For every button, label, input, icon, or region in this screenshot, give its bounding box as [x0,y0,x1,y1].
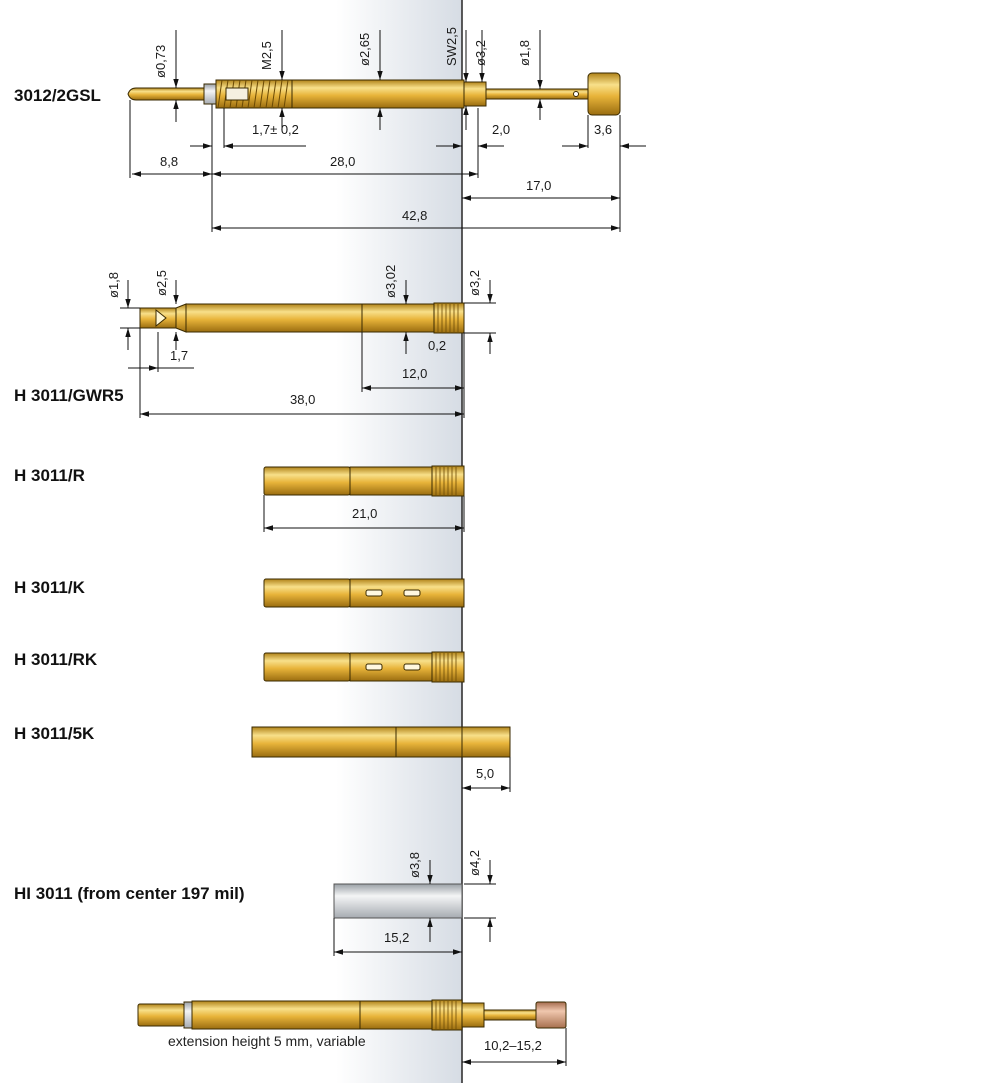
dim-l380: 38,0 [290,392,315,407]
dim-l120: 12,0 [402,366,427,381]
product-label-3012-2gsl: 3012/2GSL [14,86,101,105]
dim-lines-5k [462,757,511,792]
dim-l170: 17,0 [526,178,551,193]
dim-d18a: ø1,8 [517,40,532,66]
product-label-hi3011: HI 3011 (from center 197 mil) [14,884,245,903]
sleeve-h3011-rk [263,651,465,683]
extension-note: extension height 5 mm, variable [168,1033,366,1049]
dim-d302: ø3,02 [383,265,398,298]
dim-d265: ø2,65 [357,33,372,66]
dim-texts-3012: ø0,73 M2,5 ø2,65 SW2,5 ø3,2 ø1,8 1,7± 0,… [153,27,612,223]
dim-d32b: ø3,2 [467,270,482,296]
dim-sw25: SW2,5 [444,27,459,66]
sleeve-h3011-r [263,465,465,497]
insulation-sleeve-hi3011 [333,883,463,919]
dim-lines-hi [333,860,496,956]
dim-l210: 21,0 [352,506,377,521]
dim-l88: 8,8 [160,154,178,169]
product-label-h3011-5k: H 3011/5K [14,724,95,743]
dim-l02: 0,2 [428,338,446,353]
dim-l36: 3,6 [594,122,612,137]
dim-d32a: ø3,2 [473,40,488,66]
dim-lines-assembly [462,1028,567,1066]
dim-lines-gwr5 [120,280,496,418]
dim-l152: 15,2 [384,930,409,945]
product-label-h3011-gwr5: H 3011/GWR5 [14,386,124,405]
dim-d18b: ø1,8 [106,272,121,298]
product-label-h3011-r: H 3011/R [14,466,85,485]
sleeve-h3011-k [263,578,465,608]
dim-l428: 42,8 [402,208,427,223]
dim-l20: 2,0 [492,122,510,137]
dim-texts-gwr5: ø1,8 ø2,5 ø3,02 ø3,2 1,7 0,2 12,0 38,0 [106,265,482,407]
dim-d38: ø3,8 [407,852,422,878]
product-label-h3011-k: H 3011/K [14,578,85,597]
dim-l280: 28,0 [330,154,355,169]
probe-h3011-gwr5 [139,302,465,334]
dim-lines-r [263,495,465,532]
dim-l17b: 1,7 [170,348,188,363]
probe-assembly [137,999,567,1031]
dim-texts-hi: ø3,8 ø4,2 15,2 [384,850,482,945]
dim-d073: ø0,73 [153,45,168,78]
product-label-h3011-rk: H 3011/RK [14,650,98,669]
probe-3012-2gsl [127,72,621,116]
dim-t17: 1,7± 0,2 [252,122,299,137]
dim-d42: ø4,2 [467,850,482,876]
dim-d25b: ø2,5 [154,270,169,296]
dim-m25: M2,5 [259,41,274,70]
sleeve-h3011-5k [251,726,511,758]
dim-l102: 10,2–15,2 [484,1038,542,1053]
dim-lines-3012 [129,30,646,232]
dim-l50: 5,0 [476,766,494,781]
